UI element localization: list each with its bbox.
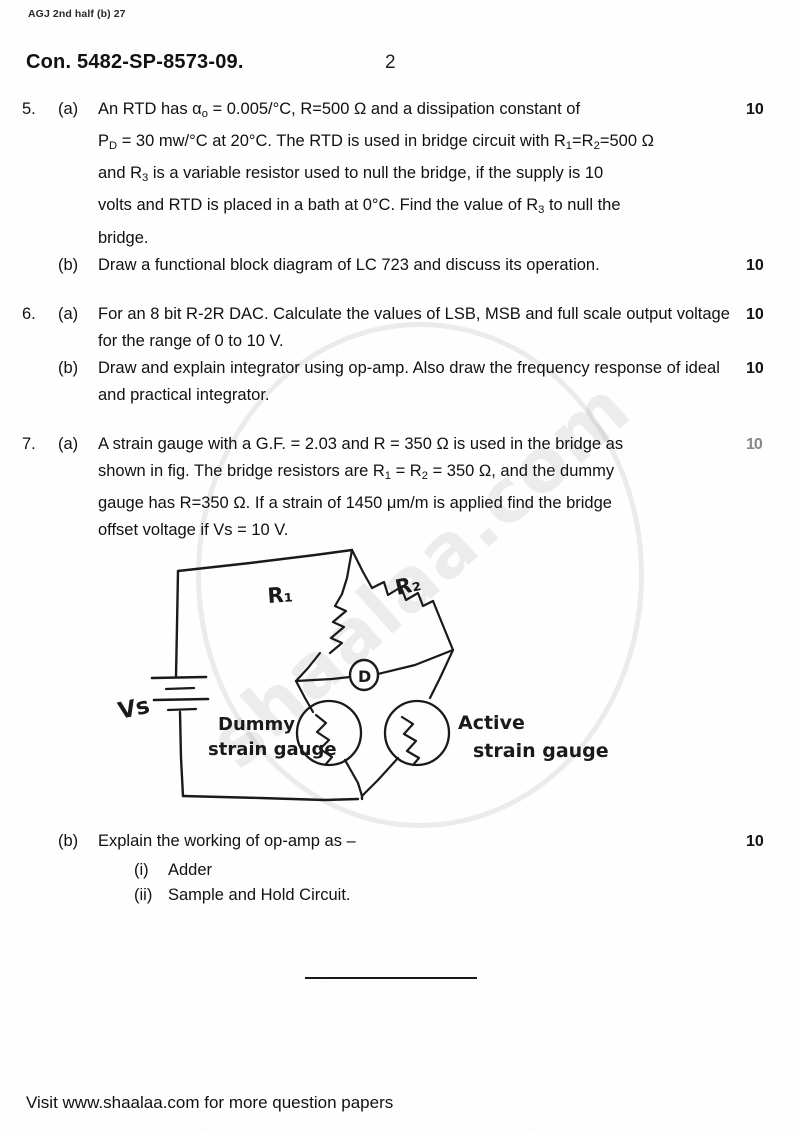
q5a-line-4: volts and RTD is placed in a bath at 0°C… — [98, 196, 621, 217]
question-6b-marks: 10 — [746, 359, 764, 377]
question-6a: 6. (a) For an 8 bit R-2R DAC. Calculate … — [0, 301, 800, 355]
question-6: 6. (a) For an 8 bit R-2R DAC. Calculate … — [0, 301, 800, 409]
source-label: Vs — [116, 693, 152, 725]
section-divider — [305, 977, 477, 979]
block-spacer-5-6 — [0, 279, 800, 301]
question-7b-marks: 10 — [746, 833, 764, 850]
question-5a-marks: 10 — [746, 101, 764, 118]
active-label-line2: strain gauge — [473, 740, 609, 762]
q7a-line-4: offset voltage if Vs = 10 V. — [98, 520, 289, 539]
q5a-line-2: PD = 30 mw/°C at 20°C. The RTD is used i… — [98, 132, 654, 153]
q7a-line-1: A strain gauge with a G.F. = 2.03 and R … — [98, 434, 624, 453]
roman-i: (i) — [134, 861, 149, 879]
roman-ii: (ii) — [134, 886, 153, 904]
q7b-stem: Explain the working of op-amp as – — [98, 832, 356, 850]
page-number: 2 — [385, 52, 396, 73]
q7a-line-2: shown in fig. The bridge resistors are R… — [98, 461, 615, 482]
question-6a-marks: 10 — [746, 305, 764, 323]
question-7b-sublist: (i) Adder (ii) Sample and Hold Circuit. — [98, 858, 738, 908]
question-5b-marks: 10 — [746, 256, 764, 274]
detector-label: D — [358, 667, 371, 686]
question-6a-label: (a) — [58, 304, 79, 323]
question-5a: 5. (a) An RTD has αo = 0.005/°C, R=500 Ω… — [0, 96, 800, 252]
question-7b-item-ii: (ii) Sample and Hold Circuit. — [134, 883, 738, 908]
question-7b-item-ii-text: Sample and Hold Circuit. — [168, 886, 351, 904]
dummy-label-line1: Dummy — [218, 714, 295, 735]
question-5: 5. (a) An RTD has αo = 0.005/°C, R=500 Ω… — [0, 96, 800, 279]
question-7b-label: (b) — [58, 832, 79, 850]
question-7b-item-i-text: Adder — [168, 861, 213, 879]
q5a-line-5: bridge. — [98, 228, 149, 247]
top-code-label: AGJ 2nd half (b) 27 — [28, 8, 126, 20]
question-6b-text: Draw and explain integrator using op-amp… — [98, 358, 720, 404]
question-7b: (b) Explain the working of op-amp as – (… — [0, 828, 800, 908]
question-7a-label: (a) — [58, 434, 79, 453]
q7a-line-3: gauge has R=350 Ω. If a strain of 1450 μ… — [98, 493, 612, 512]
question-7b-item-i: (i) Adder — [134, 858, 738, 883]
question-7a-marks: 10 — [746, 435, 763, 453]
question-7a: 7. (a) A strain gauge with a G.F. = 2.03… — [0, 431, 800, 544]
question-6b: (b) Draw and explain integrator using op… — [0, 355, 800, 409]
footer-note: Visit www.shaalaa.com for more question … — [26, 1093, 394, 1112]
block-spacer-6-7 — [0, 409, 800, 431]
question-5b-text: Draw a functional block diagram of LC 72… — [98, 255, 600, 274]
page-title: Con. 5482-SP-8573-09. — [26, 51, 244, 73]
question-5a-text: An RTD has αo = 0.005/°C, R=500 Ω and a … — [98, 96, 738, 252]
q5a-line-1: An RTD has αo = 0.005/°C, R=500 Ω and a … — [98, 100, 581, 121]
question-6-number: 6. — [22, 304, 36, 323]
question-5-number: 5. — [22, 100, 36, 118]
bridge-circuit-figure: D R₁ R₂ Vs Dummy strain gauge Active str… — [110, 528, 650, 828]
question-list: 5. (a) An RTD has αo = 0.005/°C, R=500 Ω… — [0, 96, 800, 544]
active-label-line1: Active — [458, 712, 525, 734]
q5a-line-3: and R3 is a variable resistor used to nu… — [98, 164, 604, 185]
question-5b-label: (b) — [58, 255, 79, 274]
dummy-label-line2: strain gauge — [208, 739, 337, 760]
question-7b-block: (b) Explain the working of op-amp as – (… — [0, 828, 800, 908]
question-7: 7. (a) A strain gauge with a G.F. = 2.03… — [0, 431, 800, 544]
question-7-number: 7. — [22, 434, 36, 453]
question-7b-text: Explain the working of op-amp as – (i) A… — [98, 828, 738, 908]
question-5b: (b) Draw a functional block diagram of L… — [0, 252, 800, 279]
r1-label: R₁ — [267, 582, 294, 608]
question-6b-label: (b) — [58, 358, 79, 377]
r2-label: R₂ — [393, 571, 423, 600]
question-7a-text: A strain gauge with a G.F. = 2.03 and R … — [98, 431, 738, 544]
question-6a-text: For an 8 bit R-2R DAC. Calculate the val… — [98, 304, 730, 350]
question-5a-label: (a) — [58, 100, 79, 118]
